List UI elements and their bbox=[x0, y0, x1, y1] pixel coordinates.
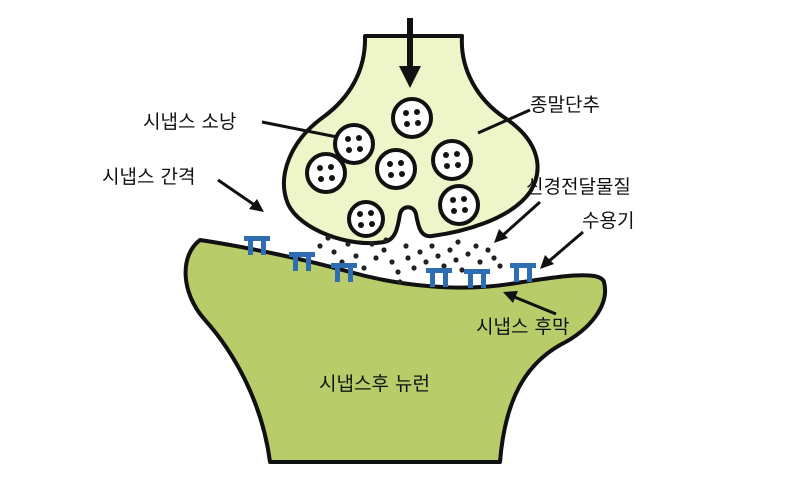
label-synaptic-cleft: 시냅스 간격 bbox=[102, 166, 195, 188]
vesicle bbox=[347, 200, 385, 238]
label-postsynaptic-neuron: 시냅스후 뉴런 bbox=[319, 373, 430, 395]
vesicle bbox=[333, 123, 375, 165]
leader-lines bbox=[261, 108, 531, 139]
membrane-arrow bbox=[503, 291, 557, 316]
receptor-icon bbox=[331, 263, 357, 282]
receptor-icon bbox=[426, 268, 452, 287]
transmitter-arrow bbox=[494, 200, 542, 243]
cleft-arrow bbox=[217, 178, 264, 212]
terminal-leader bbox=[477, 108, 531, 135]
receptor-arrow bbox=[540, 230, 584, 269]
down-arrow-icon bbox=[399, 18, 421, 88]
label-receptor: 수용기 bbox=[582, 210, 634, 232]
receptor-icon bbox=[510, 263, 536, 282]
vesicle bbox=[375, 148, 417, 190]
vesicle-leader bbox=[261, 120, 338, 139]
neurotransmitter-dots bbox=[317, 235, 503, 285]
vesicle bbox=[431, 139, 473, 181]
receptor-icon bbox=[289, 252, 315, 271]
label-synaptic-vesicle: 시냅스 소낭 bbox=[143, 111, 236, 133]
label-postsynaptic-membrane: 시냅스 후막 bbox=[476, 316, 569, 338]
vesicle bbox=[438, 184, 480, 226]
vesicle bbox=[305, 152, 347, 194]
receptor-icon bbox=[464, 269, 490, 288]
label-axon-terminal: 종말단추 bbox=[530, 94, 600, 116]
label-neurotransmitter: 신경전달물질 bbox=[526, 176, 631, 198]
vesicle bbox=[391, 97, 433, 139]
receptor-icon bbox=[244, 236, 270, 255]
postsynaptic-neuron bbox=[183, 238, 608, 464]
